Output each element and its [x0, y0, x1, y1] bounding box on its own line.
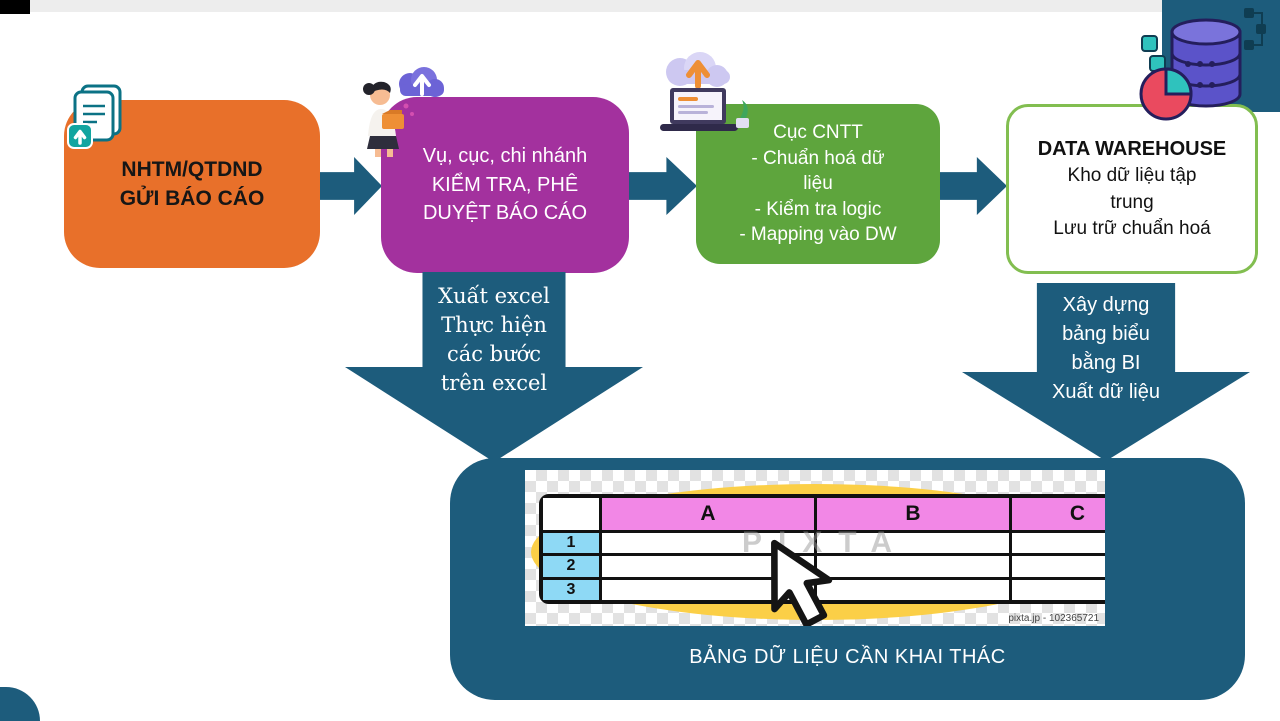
data-warehouse-title: DATA WAREHOUSE: [1037, 137, 1227, 160]
cursor-arrow-icon: [723, 512, 867, 626]
step-cntt-box: Cục CNTT - Chuẩn hoá dữ liệu - Kiểm tra …: [696, 104, 940, 264]
data-warehouse-line3: Lưu trữ chuẩn hoá: [1053, 217, 1211, 239]
laptop-cloud-upload-icon: [646, 52, 752, 146]
data-warehouse-line2: trung: [1110, 191, 1154, 213]
spreadsheet-cell: [1012, 556, 1105, 577]
step-kiemtra-line2: KIỂM TRA, PHÊ: [431, 173, 579, 196]
spreadsheet-col-header: C: [1012, 498, 1105, 530]
person-cloud-upload-icon: [360, 64, 446, 158]
step-cntt-line4: - Kiểm tra logic: [754, 198, 882, 220]
watermark-text: PIXTA: [741, 526, 909, 559]
step-cntt-line2: - Chuẩn hoá dữ: [751, 147, 885, 169]
spreadsheet-row-header: 3: [543, 579, 599, 600]
top-left-black-bar: [0, 0, 30, 14]
flow-arrow-1: [320, 157, 382, 215]
down-arrow-excel-line4: trên excel: [440, 371, 548, 395]
data-table-caption: BẢNG DỮ LIỆU CẦN KHAI THÁC: [689, 646, 1006, 668]
top-strip: [0, 0, 1280, 12]
down-arrow-bi-line3: bằng BI: [1071, 352, 1141, 374]
down-arrow-excel-line3: các bước: [446, 342, 542, 366]
flow-arrow-2: [629, 157, 697, 215]
spreadsheet-cell: [817, 579, 1009, 600]
down-arrow-bi-line4: Xuất dữ liệu: [1052, 381, 1160, 403]
step-nhtm-line2: GỬI BÁO CÁO: [119, 187, 265, 210]
spreadsheet-corner-cell: [543, 498, 599, 530]
bottom-left-corner-shape: [0, 687, 40, 721]
spreadsheet-cell: [817, 533, 1009, 554]
data-warehouse-box: DATA WAREHOUSE Kho dữ liệu tập trung Lưu…: [1006, 104, 1258, 274]
down-arrow-excel-line1: Xuất excel: [438, 284, 550, 308]
data-warehouse-line1: Kho dữ liệu tập: [1067, 165, 1197, 187]
step-nhtm-line1: NHTM/QTDND: [121, 157, 263, 181]
step-kiemtra-line3: DUYỆT BÁO CÁO: [422, 202, 588, 225]
step-cntt-line3: liệu: [803, 173, 833, 195]
step-cntt-line5: - Mapping vào DW: [739, 224, 897, 246]
down-arrow-bi-line1: Xây dựng: [1062, 294, 1150, 316]
step-kiemtra-box: Vụ, cục, chi nhánh KIỂM TRA, PHÊ DUYỆT B…: [381, 97, 629, 273]
spreadsheet-cell: [602, 579, 814, 600]
data-table-panel: PIXTA A B C 1 2 3 pixta.jp - 102365721 B…: [450, 458, 1245, 700]
document-upload-icon: [66, 84, 128, 150]
spreadsheet-clipart: PIXTA A B C 1 2 3 pixta.jp - 102365721: [525, 470, 1105, 626]
spreadsheet-col-header: B: [817, 498, 1009, 530]
step-kiemtra-line1: Vụ, cục, chi nhánh: [422, 145, 588, 168]
down-arrow-bi-line2: bảng biểu: [1062, 323, 1150, 345]
down-arrow-excel: Xuất excel Thực hiện các bước trên excel: [345, 272, 643, 462]
spreadsheet-cell: [1012, 579, 1105, 600]
spreadsheet-cell: [1012, 533, 1105, 554]
down-arrow-excel-line2: Thực hiện: [441, 313, 547, 337]
stock-credit-text: pixta.jp - 102365721: [1008, 613, 1099, 624]
spreadsheet-col-header: A: [602, 498, 814, 530]
flow-arrow-3: [940, 157, 1007, 215]
step-cntt-line1: Cục CNTT: [773, 121, 863, 143]
database-pie-icon: [1138, 6, 1270, 124]
spreadsheet-table: A B C 1 2 3: [539, 494, 1105, 604]
spreadsheet-row-header: 1: [543, 533, 599, 554]
spreadsheet-cell: [817, 556, 1009, 577]
down-arrow-bi: Xây dựng bảng biểu bằng BI Xuất dữ liệu: [962, 283, 1250, 461]
spreadsheet-row-header: 2: [543, 556, 599, 577]
spreadsheet-cell: [602, 556, 814, 577]
spreadsheet-cell: [602, 533, 814, 554]
